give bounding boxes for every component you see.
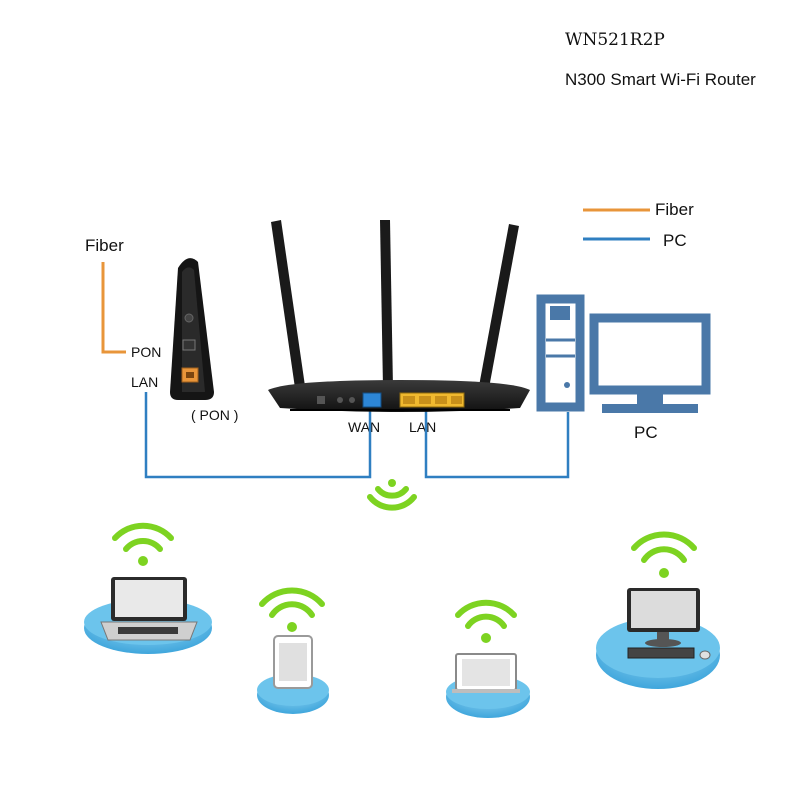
legend-pc-label: PC	[663, 231, 687, 250]
client-desktop	[596, 588, 720, 689]
client-laptop-wifi-icon	[112, 522, 174, 566]
router-antenna-middle	[380, 220, 393, 388]
model-name: WN521R2P	[565, 30, 665, 50]
client-tablet	[257, 635, 329, 714]
pc-label: PC	[634, 423, 658, 442]
legend-fiber-label: Fiber	[655, 200, 694, 219]
onu-caption: ( PON )	[191, 407, 239, 423]
router-to-pc-cable	[424, 408, 570, 479]
router	[268, 220, 530, 412]
router-lan-label: LAN	[409, 419, 437, 435]
fiber-input-label: Fiber	[85, 236, 124, 255]
onu-to-router-cable	[144, 392, 372, 479]
client-notebook-wifi-icon	[455, 599, 517, 643]
desktop-pc	[536, 294, 711, 413]
fiber-cable	[101, 262, 126, 354]
client-tablet-wifi-icon	[259, 587, 325, 632]
onu-pon-port-label: PON	[131, 344, 162, 360]
onu-device	[170, 258, 214, 400]
router-antenna-left	[271, 220, 305, 388]
router-antenna-right	[479, 224, 519, 388]
router-wifi-icon	[367, 479, 417, 511]
router-wan-port	[362, 392, 382, 408]
client-notebook	[446, 653, 530, 718]
router-wan-label: WAN	[348, 419, 381, 435]
client-desktop-wifi-icon	[631, 531, 697, 578]
onu-lan-port-label: LAN	[131, 374, 159, 390]
client-laptop	[84, 577, 212, 654]
pc-monitor	[589, 313, 711, 395]
product-subtitle: N300 Smart Wi-Fi Router	[565, 70, 756, 89]
router-lan-ports	[399, 392, 465, 408]
